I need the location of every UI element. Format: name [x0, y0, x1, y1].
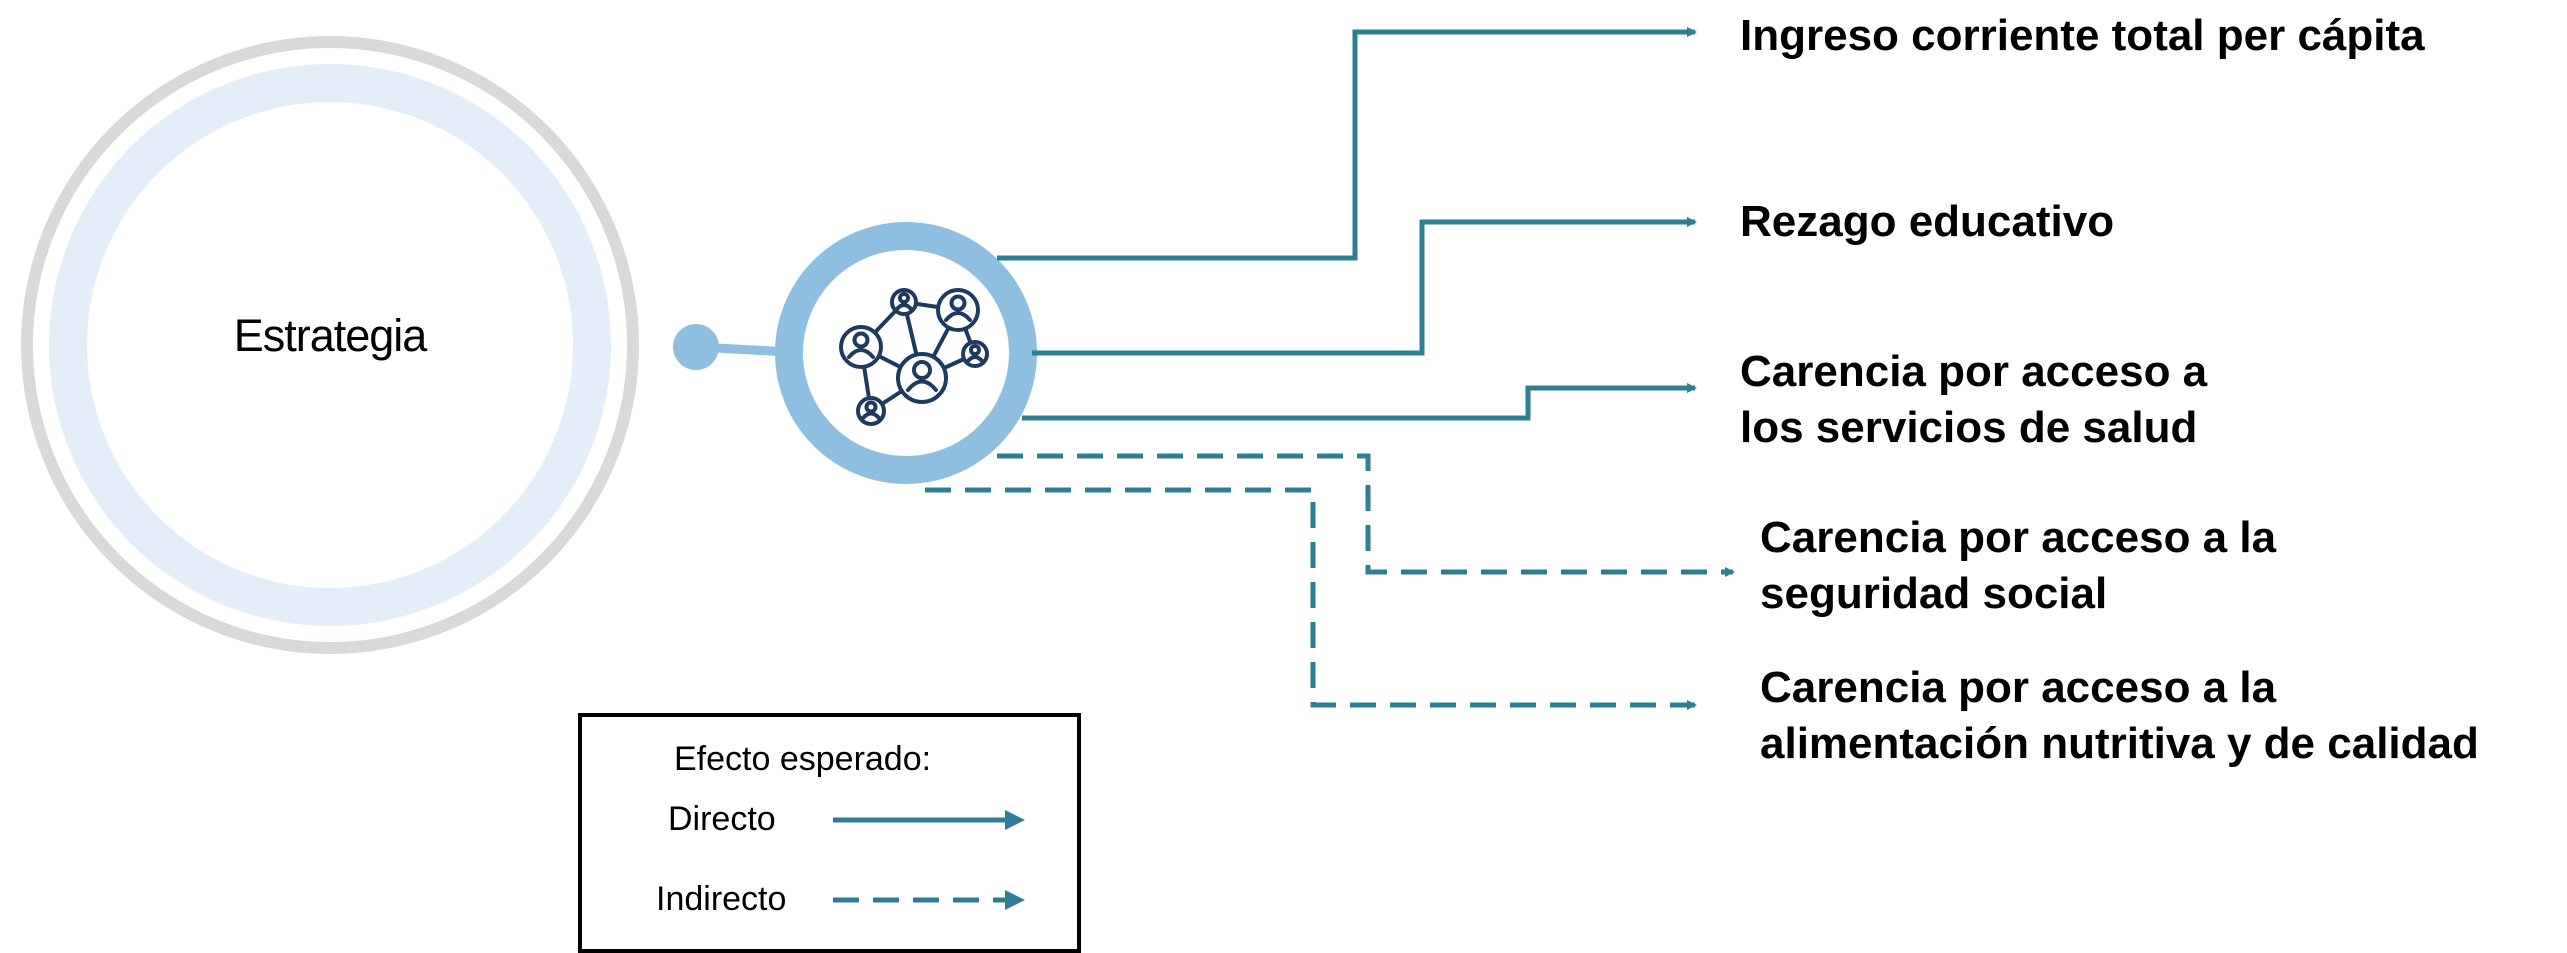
hub-node — [775, 222, 1037, 484]
legend-indirect-label: Indirecto — [656, 880, 787, 918]
connector-seguridad-social — [997, 453, 1735, 577]
strategy-label: Estrategia — [233, 310, 428, 361]
connector-rezago — [1032, 217, 1697, 356]
legend-direct-label: Directo — [668, 800, 776, 838]
connector-alimentacion — [925, 487, 1697, 710]
strategy-node — [21, 36, 639, 654]
strategy-inner-ring — [49, 64, 611, 626]
indirect-connectors — [925, 453, 1735, 710]
outcome-ingreso-label: Ingreso corriente total per cápita — [1740, 11, 2425, 60]
outcome-salud-label: Carencia por acceso a los servicios de s… — [1740, 347, 2208, 452]
connector-ingreso — [997, 27, 1697, 261]
strategy-hub-connector — [673, 324, 791, 370]
legend-indirect-line — [833, 890, 1025, 910]
legend-indirect-row: Indirecto — [582, 877, 1077, 921]
outcome-rezago-label: Rezago educativo — [1740, 197, 2115, 246]
legend-title: Efecto esperado: — [674, 740, 932, 778]
outcome-seguridad-social-label: Carencia por acceso a la seguridad socia… — [1760, 513, 2277, 618]
outcome-alimentacion-label: Carencia por acceso a la alimentación nu… — [1760, 663, 2479, 768]
connector-salud — [1022, 383, 1697, 421]
legend-direct-row: Directo — [582, 797, 1077, 841]
direct-connectors — [997, 27, 1697, 421]
legend: Efecto esperado: Directo Indirecto — [578, 713, 1081, 953]
strategy-outer-ring — [21, 36, 639, 654]
people-network-icon — [839, 288, 989, 426]
legend-direct-line — [833, 810, 1025, 830]
